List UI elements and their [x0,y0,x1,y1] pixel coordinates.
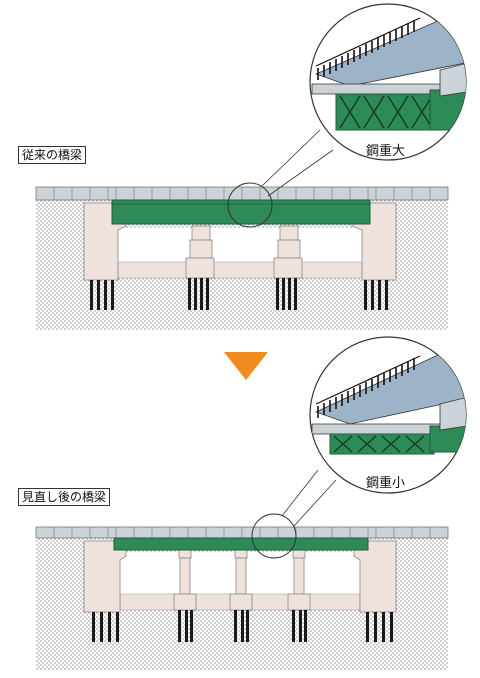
top-deck [35,186,449,201]
bottom-piles [92,610,393,642]
bottom-pier-2 [229,549,253,611]
top-magnifier-spot [227,182,273,228]
top-bridge [35,129,449,330]
bottom-left-abutment [83,540,127,613]
down-triangle-arrow-icon [224,352,268,380]
top-bridge-title: 従来の橋梁 [18,146,87,164]
bottom-callout-label: 鋼重小 [366,476,406,491]
top-excavation [112,228,368,268]
top-piles [90,278,388,310]
top-pier-1 [185,225,215,279]
bottom-callout [309,336,467,494]
bottom-bridge-title: 見直し後の橋梁 [18,488,111,506]
bottom-bridge [35,469,449,670]
bottom-right-abutment [353,540,397,613]
top-callout-label: 鋼重大 [366,144,406,159]
bottom-steel-girder [113,537,369,551]
bottom-magnifier-spot [251,513,297,559]
bottom-pier-3 [287,549,311,611]
bottom-deck [35,526,449,539]
top-callout [309,3,467,161]
top-footing [117,261,363,279]
